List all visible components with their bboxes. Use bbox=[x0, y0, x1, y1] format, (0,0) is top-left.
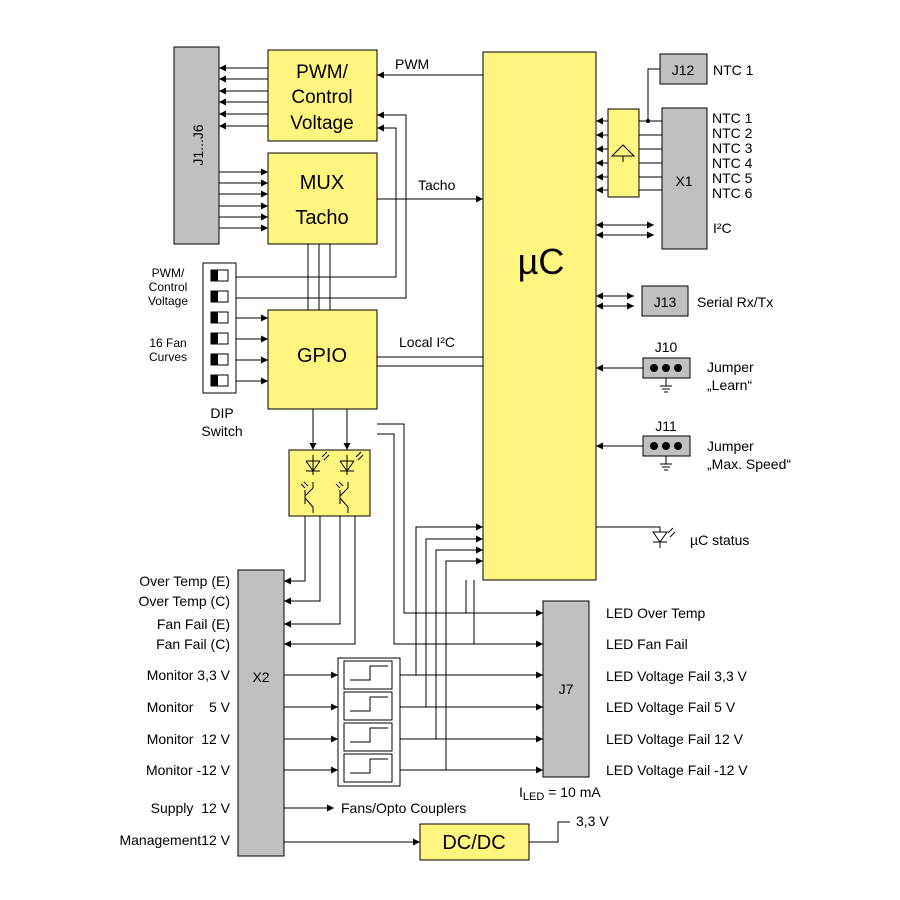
tacho-block-line: Tacho bbox=[295, 207, 348, 229]
dip-toggle bbox=[210, 290, 229, 303]
j7-pin-label: LED Voltage Fail 3,3 V bbox=[606, 668, 748, 684]
x2-pin-label: Over Temp (C) bbox=[138, 593, 230, 609]
comparator-block bbox=[337, 657, 401, 787]
connector-x2-label: X2 bbox=[252, 669, 269, 685]
dip-label: Control bbox=[149, 280, 188, 294]
dip-switch-label: Switch bbox=[201, 423, 242, 439]
j7-pin-label: LED Fan Fail bbox=[606, 636, 688, 652]
j7-pin-label: LED Voltage Fail 5 V bbox=[606, 699, 736, 715]
jumper-learn-label: „Learn“ bbox=[707, 377, 752, 393]
dip-toggle bbox=[210, 374, 229, 387]
ntc-label: NTC 2 bbox=[712, 125, 753, 141]
ntc-label: NTC 6 bbox=[712, 185, 753, 201]
pwm-block-line: Voltage bbox=[290, 113, 353, 134]
x2-pin-label: Management12 V bbox=[119, 832, 230, 848]
pwm-control-voltage-block: PWM/ Control Voltage bbox=[267, 49, 378, 142]
connector-j10-label: J10 bbox=[655, 339, 678, 355]
connector-j12: J12 bbox=[659, 53, 708, 85]
ntc-label: NTC 3 bbox=[712, 140, 753, 156]
serial-label: Serial Rx/Tx bbox=[697, 294, 773, 310]
optocoupler-block bbox=[288, 449, 371, 517]
pwm-signal-label: PWM bbox=[395, 56, 429, 72]
dip-toggle bbox=[210, 332, 229, 345]
fans-opto-label: Fans/Opto Couplers bbox=[341, 800, 466, 816]
jumper-speed-label: Jumper bbox=[707, 438, 754, 454]
connector-x2: X2 bbox=[237, 569, 285, 857]
dip-switch-label: DIP bbox=[210, 405, 233, 421]
uc-status-label: µC status bbox=[690, 532, 749, 548]
ntc-buffer-block bbox=[607, 108, 640, 198]
x2-pin-label: Monitor 5 V bbox=[147, 699, 231, 715]
x2-pin-labels: Over Temp (E) Over Temp (C) Fan Fail (E)… bbox=[119, 573, 230, 848]
connector-j7: J7 bbox=[542, 600, 590, 778]
tacho-input-lines bbox=[219, 168, 268, 232]
jumper-learn-label: Jumper bbox=[707, 359, 754, 375]
ntc-label: NTC 5 bbox=[712, 170, 753, 186]
j7-pin-label: LED Voltage Fail -12 V bbox=[606, 762, 748, 778]
iled-prefix: I bbox=[519, 784, 523, 800]
j7-pin-label: LED Voltage Fail 12 V bbox=[606, 731, 744, 747]
connector-j12-label: J12 bbox=[672, 62, 695, 78]
connector-j1-j6: J1...J6 bbox=[173, 46, 220, 245]
x2-pin-label: Fan Fail (E) bbox=[157, 616, 230, 632]
jumper-j11 bbox=[642, 435, 691, 471]
opto-led-icon bbox=[339, 451, 364, 475]
dip-switch bbox=[202, 262, 237, 394]
ntc-j12-label: NTC 1 bbox=[713, 62, 754, 78]
pwm-block-line: PWM/ bbox=[296, 62, 348, 83]
dip-toggle bbox=[210, 353, 229, 366]
iled-label: ILED = 10 mA bbox=[519, 784, 601, 803]
dip-label: 16 Fan bbox=[149, 336, 186, 350]
connector-j13-label: J13 bbox=[654, 294, 677, 310]
dip-toggle bbox=[210, 311, 229, 324]
opto-phototransistor-icon bbox=[335, 481, 349, 513]
connector-j1-j6-label: J1...J6 bbox=[190, 124, 206, 165]
iled-subscript: LED bbox=[523, 791, 544, 803]
pwm-output-lines bbox=[219, 64, 268, 130]
x2-pin-label: Over Temp (E) bbox=[139, 573, 230, 589]
dcdc-label: DC/DC bbox=[442, 832, 505, 854]
status-led-icon bbox=[652, 527, 676, 548]
iled-value: = 10 mA bbox=[544, 784, 601, 800]
mux-tacho-block: MUX Tacho bbox=[267, 152, 378, 245]
ntc-label: NTC 1 bbox=[712, 110, 753, 126]
connector-j13: J13 bbox=[641, 285, 689, 317]
dip-label: PWM/ bbox=[152, 266, 185, 280]
microcontroller-label: µC bbox=[518, 241, 565, 282]
j7-pin-label: LED Over Temp bbox=[606, 605, 706, 621]
dip-label: Voltage bbox=[148, 294, 188, 308]
connector-x1-label: X1 bbox=[675, 173, 692, 189]
jumper-speed-label: „Max. Speed“ bbox=[707, 456, 791, 472]
x2-pin-label: Monitor 12 V bbox=[147, 731, 231, 747]
dcdc-block: DC/DC bbox=[419, 823, 530, 861]
x2-pin-label: Monitor -12 V bbox=[146, 762, 231, 778]
gpio-block: GPIO bbox=[267, 309, 378, 410]
svg-text:ILED = 10 mA: ILED = 10 mA bbox=[519, 784, 601, 803]
dip-toggle bbox=[210, 269, 229, 282]
x2-pin-label: Supply 12 V bbox=[151, 800, 231, 816]
mux-block-line: MUX bbox=[300, 172, 344, 194]
connector-x1: X1 bbox=[661, 107, 708, 250]
i2c-label: I²C bbox=[713, 220, 732, 236]
gpio-block-label: GPIO bbox=[297, 345, 347, 367]
j7-pin-labels: LED Over Temp LED Fan Fail LED Voltage F… bbox=[606, 605, 748, 778]
connector-j11-label: J11 bbox=[655, 418, 677, 434]
ntc-label-list: NTC 1 NTC 2 NTC 3 NTC 4 NTC 5 NTC 6 bbox=[712, 110, 753, 201]
dip-label: Curves bbox=[149, 350, 187, 364]
local-i2c-label: Local I²C bbox=[399, 334, 455, 350]
x2-pin-label: Fan Fail (C) bbox=[156, 636, 230, 652]
v33-label: 3,3 V bbox=[576, 813, 609, 829]
pwm-block-line: Control bbox=[291, 87, 352, 108]
microcontroller-block: µC bbox=[482, 51, 597, 581]
opto-phototransistor-icon bbox=[300, 481, 314, 513]
ntc-label: NTC 4 bbox=[712, 155, 753, 171]
connector-j7-label: J7 bbox=[559, 681, 574, 697]
x2-pin-label: Monitor 3,3 V bbox=[147, 667, 231, 683]
jumper-j10 bbox=[642, 357, 691, 393]
tacho-signal-label: Tacho bbox=[418, 177, 456, 193]
opto-led-icon bbox=[305, 451, 330, 475]
